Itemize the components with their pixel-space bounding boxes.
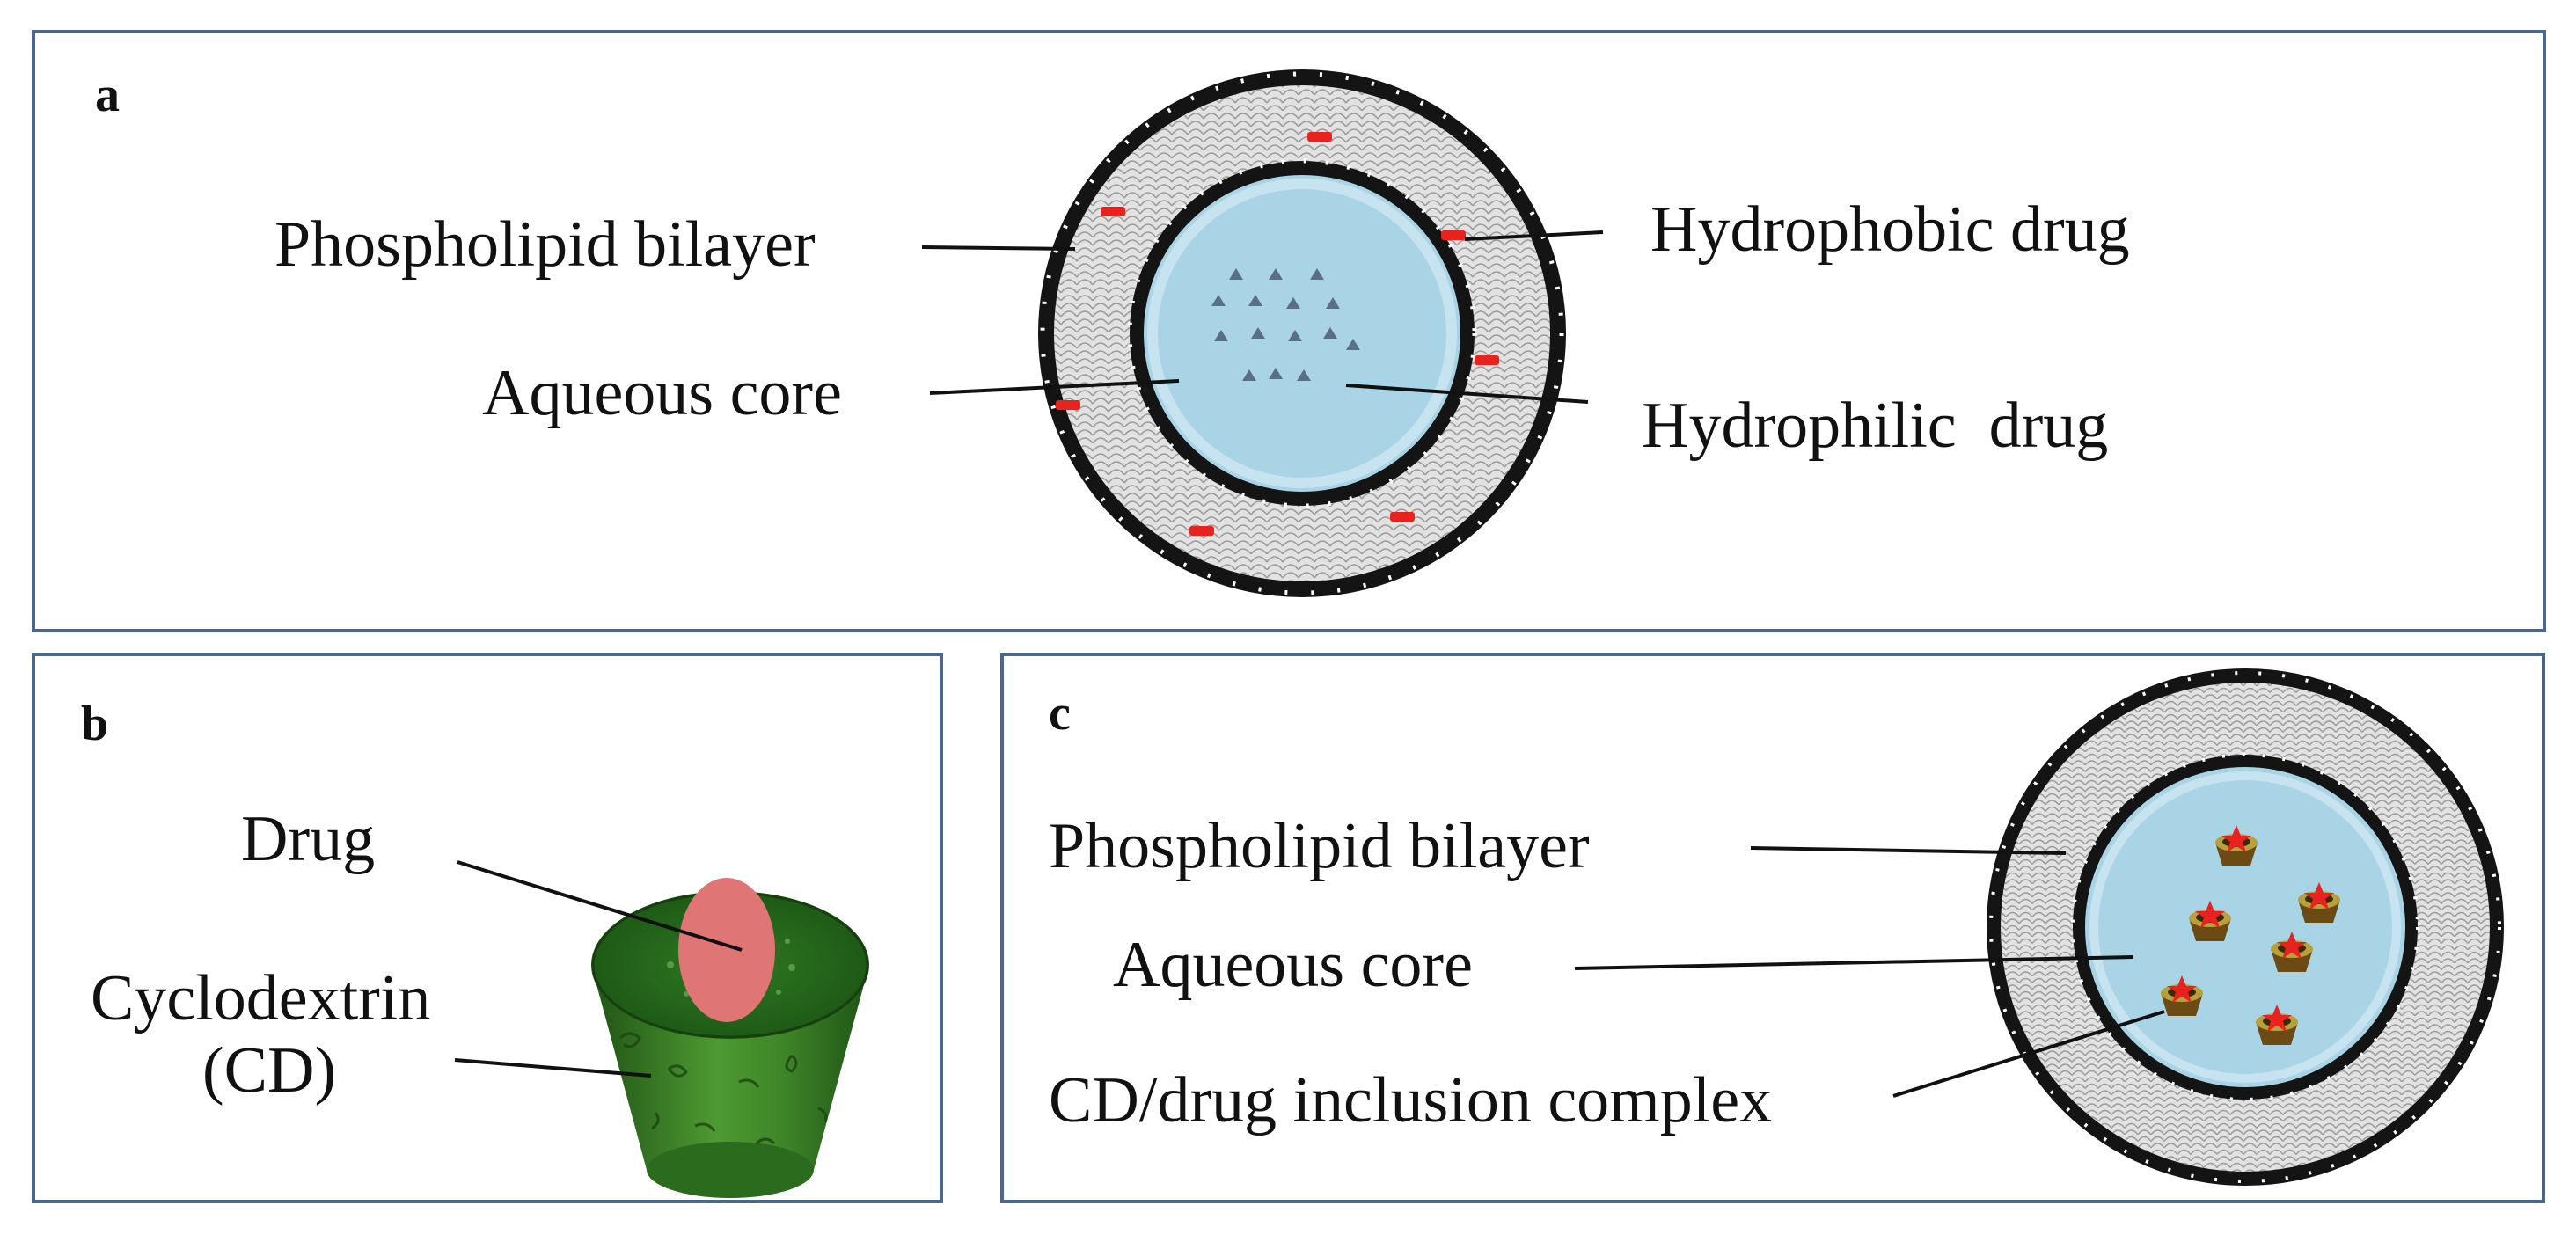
panel-c-letter: c <box>1049 686 1071 741</box>
aqueous-core-c <box>2085 767 2405 1087</box>
hydrophobic-drug-markers <box>1056 132 1499 536</box>
label-cd-abbrev: (CD) <box>202 1034 337 1107</box>
cyclodextrin-cone <box>591 878 869 1198</box>
leader-lines-b <box>454 860 743 1078</box>
leader-lines-a <box>921 230 1604 404</box>
liposome-a <box>1038 69 1566 597</box>
label-hydrophilic-drug: Hydrophilic drug <box>1642 390 2109 462</box>
aqueous-core-a <box>1144 175 1460 492</box>
label-drug: Drug <box>241 803 376 875</box>
panel-b-letter: b <box>81 697 109 751</box>
leader-lines-c <box>1574 846 2165 1098</box>
hydrophilic-drug-markers <box>1211 268 1360 381</box>
liposome-c <box>1987 668 2504 1186</box>
label-phospholipid-bilayer-a: Phospholipid bilayer <box>274 208 816 281</box>
label-inclusion-complex: CD/drug inclusion complex <box>1049 1064 1773 1136</box>
label-phospholipid-bilayer-c: Phospholipid bilayer <box>1049 810 1590 882</box>
drug-ellipse <box>678 878 775 1022</box>
label-aqueous-core-a: Aqueous core <box>482 357 842 429</box>
panel-a-letter: a <box>95 68 120 122</box>
label-cyclodextrin: Cyclodextrin <box>91 962 431 1034</box>
label-hydrophobic-drug: Hydrophobic drug <box>1650 194 2130 266</box>
label-aqueous-core-c: Aqueous core <box>1113 929 1473 1001</box>
